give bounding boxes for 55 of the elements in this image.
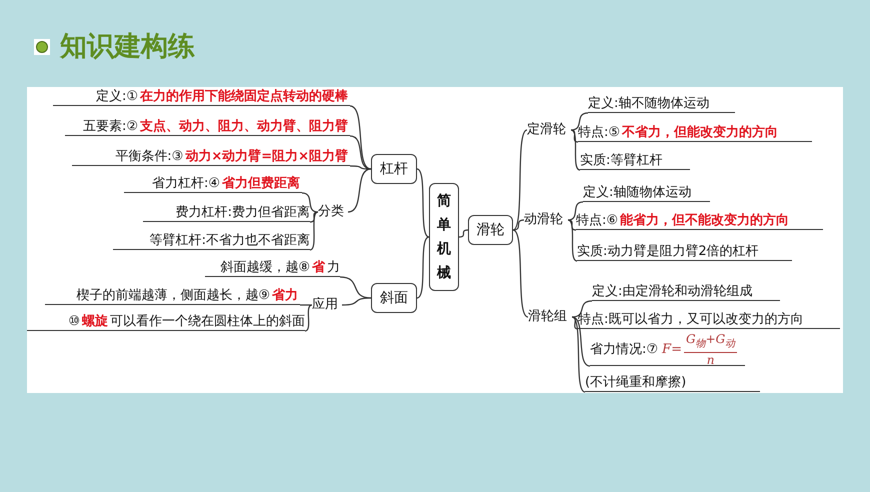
branch-label: 分类 — [318, 203, 348, 221]
item-text: 特点:⑥ 能省力，但不能改变力的方向 — [576, 212, 823, 230]
formula-item: 省力情况:⑦ F= G$_{物}$+G$_{动}$ n — [590, 334, 745, 366]
topic-box: 斜面 — [371, 283, 417, 313]
branch-label: 应用 — [312, 296, 342, 314]
item-text: 平衡条件:③动力×动力臂=阻力×阻力臂 — [72, 148, 350, 166]
connector-line — [340, 276, 372, 299]
connector-line — [350, 135, 372, 170]
item-text: 定义:①在力的作用下能绕固定点转动的硬棒 — [53, 88, 350, 106]
connector-line — [348, 168, 372, 213]
item-text: 五要素:② 支点、动力、阻力、动力臂、阻力臂 — [65, 118, 350, 136]
connector-line — [342, 297, 372, 306]
item-text: 特点:既可以省力，又可以改变力的方向 — [578, 311, 840, 329]
item-text: 费力杠杆:费力但省距离 — [143, 204, 310, 222]
connector-line — [512, 219, 524, 231]
connector-line — [310, 211, 318, 223]
topic-box: 滑轮 — [468, 215, 513, 245]
item-text: 斜面越缓，越⑧ 省力 — [205, 259, 340, 277]
connector-line — [300, 304, 312, 306]
topic-box: 杠杆 — [371, 154, 417, 184]
connector-line — [350, 165, 372, 170]
connector-line — [568, 219, 576, 231]
item-text: 定义:轴随物体运动 — [583, 184, 710, 202]
connector-line — [350, 105, 372, 170]
item-text: ⑩螺旋可以看作一个绕在圆柱体上的斜面 — [27, 313, 305, 331]
branch-label: 定滑轮 — [527, 121, 571, 139]
item-text: (不计绳重和摩擦) — [585, 374, 760, 392]
connector-line — [570, 129, 580, 171]
connector-line — [310, 211, 318, 251]
item-text: 定义:由定滑轮和动滑轮组成 — [592, 283, 780, 301]
connector-line — [416, 236, 430, 299]
connector-line — [512, 229, 528, 318]
connector-line — [416, 168, 430, 238]
item-text: 楔子的前端越薄，侧面越长，越⑨ 省力 — [45, 287, 300, 305]
item-text: 定义:轴不随物体运动 — [588, 95, 735, 113]
connector-line — [302, 192, 318, 213]
connector-line — [304, 304, 312, 332]
connector-line — [568, 201, 584, 221]
item-text: 省力杠杆:④ 省力但费距离 — [124, 175, 302, 193]
item-text: 实质:动力臂是阻力臂2倍的杠杆 — [577, 243, 792, 261]
connector-line — [570, 129, 578, 143]
item-text: 实质:等臂杠杆 — [580, 152, 690, 170]
connector-line — [572, 300, 592, 318]
item-text: 特点:⑤不省力，但能改变力的方向 — [578, 124, 812, 142]
item-text: 等臂杠杆:不省力也不省距离 — [113, 232, 310, 250]
connector-line — [572, 316, 586, 393]
title: 知识建构练 — [60, 30, 195, 64]
branch-label: 动滑轮 — [524, 211, 568, 229]
connector-line — [458, 229, 468, 238]
connector-line — [512, 130, 528, 230]
branch-label: 滑轮组 — [528, 308, 572, 326]
topic-box: 简单机械 — [429, 183, 459, 291]
connector-line — [570, 112, 588, 131]
connector-line — [568, 219, 578, 262]
connector-line — [572, 316, 590, 367]
